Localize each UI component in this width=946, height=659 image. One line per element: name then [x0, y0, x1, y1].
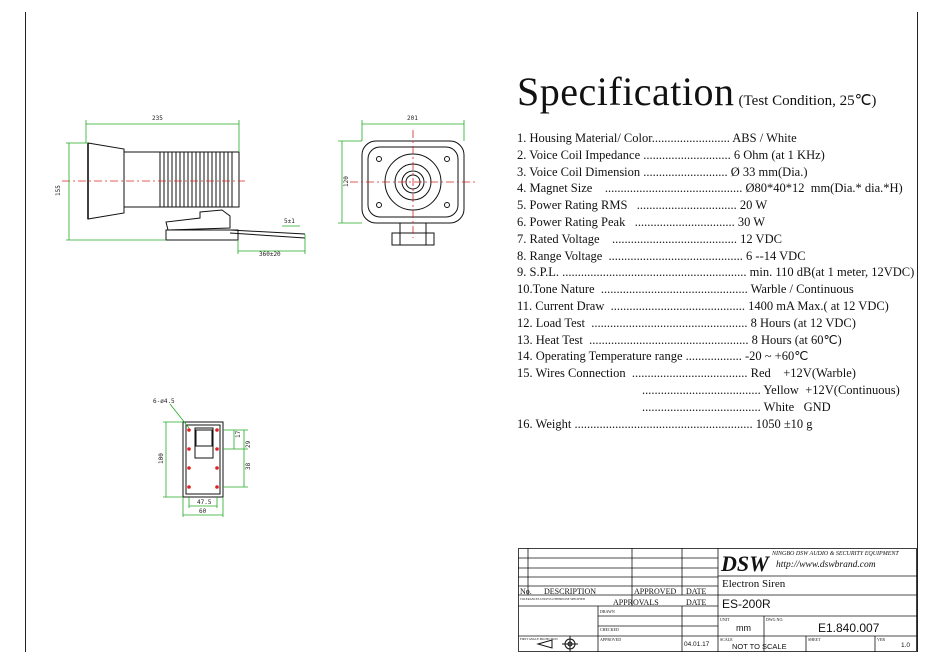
unit-value: mm — [736, 623, 751, 633]
front-height-label: 120 — [343, 176, 350, 187]
spec-item: 14. Operating Temperature range ........… — [517, 349, 809, 364]
title-block: DSW NINGBO DSW AUDIO & SECURITY EQUIPMEN… — [518, 548, 917, 652]
wire-length-label: 360±20 — [259, 251, 281, 258]
ver-label: VER — [877, 637, 885, 642]
spec-item: 1. Housing Material/ Color..............… — [517, 131, 797, 145]
left-border-line — [25, 12, 26, 652]
unit-label: UNIT — [720, 617, 730, 622]
spec-item: 9. S.P.L. ..............................… — [517, 265, 915, 280]
specification-heading: Specification (Test Condition, 25℃) — [517, 68, 876, 115]
spec-item: 3. Voice Coil Dimension ................… — [517, 164, 808, 179]
product-name: Electron Siren — [722, 578, 786, 590]
tolerance-note: TOLERANCES UNLESS OTHERWISE SPECIFIED — [520, 597, 586, 601]
wire-small-label: 5±1 — [284, 218, 295, 225]
mount-h2-label: 29 — [245, 440, 252, 448]
dwg-no-label: DWG NO. — [766, 617, 784, 622]
spec-item: 10.Tone Nature .........................… — [517, 282, 854, 297]
spec-item: 15. Wires Connection ...................… — [517, 366, 856, 381]
drawing-number: E1.840.007 — [818, 621, 880, 635]
version-value: 1.0 — [901, 642, 911, 649]
test-condition-note: (Test Condition, 25℃) — [738, 93, 877, 109]
approvals-label: APPROVALS — [613, 598, 659, 607]
mount-w1-label: 47.5 — [197, 499, 212, 506]
spec-item: 2. Voice Coil Impedance ................… — [517, 147, 825, 162]
checked-label: CHECKED — [600, 627, 619, 632]
dsw-logo: DSW — [721, 551, 769, 576]
specification-list: 1. Housing Material/ Color..............… — [517, 130, 914, 432]
spec-item: ...................................... W… — [517, 399, 831, 414]
front-width-label: 201 — [407, 115, 418, 122]
mount-holes-label: 6-ø4.5 — [153, 398, 175, 405]
title-block-grid — [518, 548, 917, 652]
spec-item: 13. Heat Test ..........................… — [517, 332, 842, 347]
spec-item: 4. Magnet Size .........................… — [517, 181, 903, 196]
spec-item: ...................................... Y… — [517, 382, 900, 397]
drawn-label: DRAWN — [600, 609, 615, 614]
date-label: DATE — [686, 598, 707, 607]
approved-header: APPROVED — [634, 587, 677, 596]
projection-label: FIRST ANGLE PROJECTION — [520, 637, 558, 641]
front-view-drawing — [350, 130, 476, 246]
mount-h1-label: 17 — [235, 430, 242, 438]
company-name: NINGBO DSW AUDIO & SECURITY EQUIPMENT — [772, 551, 899, 557]
spec-item: 7. Rated Voltage .......................… — [517, 231, 782, 246]
approved-label: APPROVED — [600, 637, 622, 642]
mount-w2-label: 60 — [199, 508, 207, 515]
specification-title: Specification — [517, 69, 735, 114]
side-height-label: 155 — [55, 185, 62, 196]
mount-bracket-drawing — [182, 421, 224, 498]
right-border-line — [917, 12, 918, 652]
front-view-dimensions — [338, 120, 465, 224]
scale-value: NOT TO SCALE — [732, 642, 787, 651]
date-header: DATE — [686, 587, 707, 596]
mount-h3-label: 38 — [245, 462, 252, 470]
date-value: 04.01.17 — [684, 641, 710, 648]
projection-symbol — [536, 636, 578, 652]
mount-height-label: 100 — [158, 453, 165, 464]
side-view-drawing — [62, 142, 306, 241]
scale-label: SCALE — [720, 637, 733, 642]
mount-bracket-dimensions — [163, 403, 248, 517]
model-number: ES-200R — [722, 597, 771, 611]
spec-item: 12. Load Test ..........................… — [517, 315, 856, 330]
side-view-dimensions — [66, 120, 306, 254]
spec-item: 11. Current Draw .......................… — [517, 298, 889, 313]
spec-item: 8. Range Voltage .......................… — [517, 248, 806, 263]
no-label: No. — [520, 587, 532, 596]
spec-item: 16. Weight .............................… — [517, 416, 813, 431]
side-width-label: 235 — [152, 115, 163, 122]
description-label: DESCRIPTION — [544, 587, 597, 596]
sheet-label: SHEET — [808, 637, 821, 642]
spec-item: 5. Power Rating RMS ....................… — [517, 198, 768, 213]
spec-item: 6. Power Rating Peak ...................… — [517, 214, 766, 229]
company-url: http://www.dswbrand.com — [776, 560, 876, 570]
